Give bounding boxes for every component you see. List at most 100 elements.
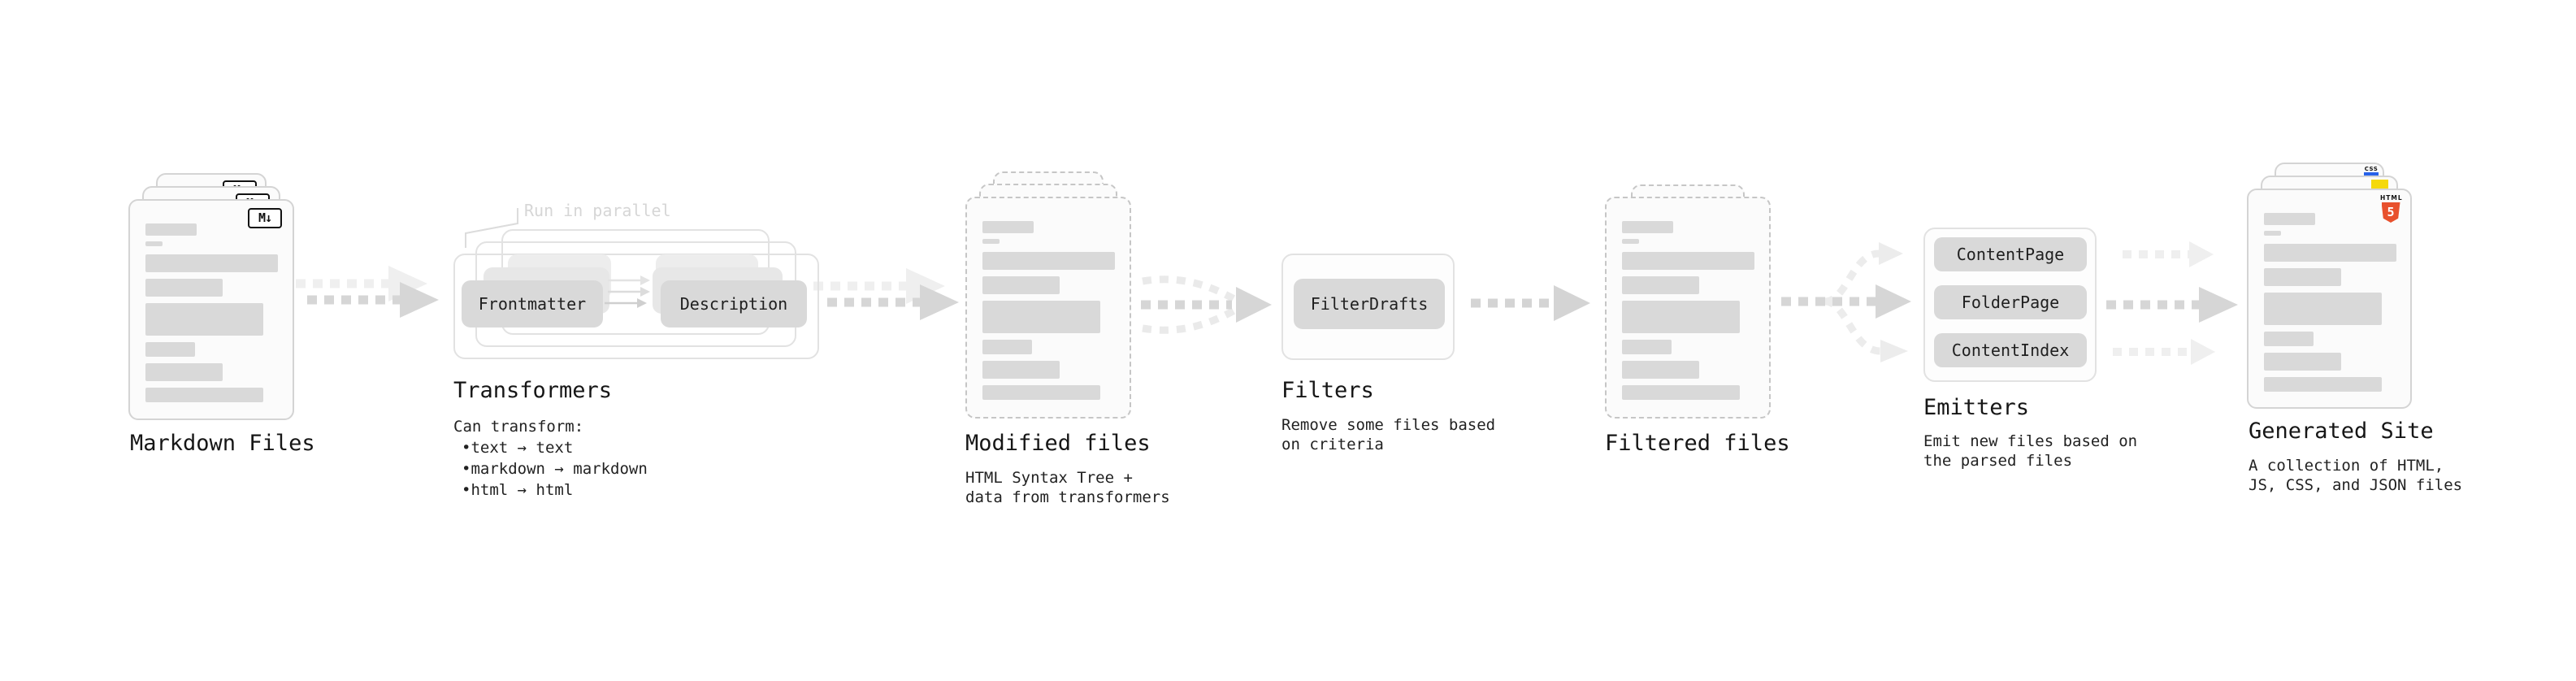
description-line: on criteria [1281, 436, 1384, 453]
doc-text-bar [145, 363, 223, 381]
doc-content-bars [1607, 198, 1769, 417]
description-line: Remove some files based [1281, 416, 1496, 434]
description-line: Emit new files based on [1923, 432, 2138, 450]
doc-content-bars [967, 198, 1130, 417]
emitters-description: Emit new files based on the parsed files [1923, 432, 2137, 471]
run-in-parallel-leader-line [465, 208, 518, 248]
doc-text-bar [1622, 301, 1740, 333]
folderpage-pill: FolderPage [1934, 285, 2087, 319]
description-line: the parsed files [1923, 452, 2073, 470]
contentindex-pill: ContentIndex [1934, 333, 2087, 367]
folderpage-pill-label: FolderPage [1961, 293, 2060, 312]
description-pill-label: Description [679, 294, 788, 314]
description-pill: Description [661, 280, 807, 327]
modified-doc-front [965, 197, 1131, 419]
html5-icon-wordmark: HTML [2380, 194, 2403, 202]
css-icon: CSS [2364, 166, 2379, 176]
markdown-icon-glyph: M↓ [258, 210, 272, 225]
doc-text-bar [1622, 276, 1699, 294]
filterdrafts-pill-label: FilterDrafts [1310, 294, 1429, 314]
doc-text-bar [982, 340, 1032, 354]
doc-text-bar [1622, 221, 1673, 233]
html5-icon-numeral: 5 [2387, 205, 2395, 219]
doc-text-bar [982, 252, 1115, 270]
doc-content-bars [130, 201, 293, 419]
doc-text-bar [982, 276, 1060, 294]
generated-site-description: A collection of HTML, JS, CSS, and JSON … [2249, 456, 2462, 495]
doc-text-bar [2264, 231, 2281, 236]
transform-bullet-row: •markdown → markdown [453, 458, 648, 479]
contentpage-pill: ContentPage [1934, 237, 2087, 271]
html5-icon: HTML 5 [2380, 194, 2403, 223]
doc-text-bar [145, 388, 263, 402]
doc-text-bar [2264, 353, 2341, 371]
transform-bullet-row: •html → html [453, 479, 648, 501]
frontmatter-pill: Frontmatter [462, 280, 603, 327]
bullet-text: markdown → markdown [471, 460, 648, 478]
css-icon-wordmark: CSS [2364, 166, 2379, 172]
doc-text-bar [1622, 385, 1740, 400]
transformers-caption: Can transform: [453, 418, 584, 436]
doc-text-bar [1622, 340, 1672, 354]
doc-text-bar [145, 254, 278, 272]
doc-text-bar [145, 241, 163, 246]
bullet-dot: • [462, 481, 471, 499]
markdown-icon: M↓ [248, 208, 282, 228]
arrow-transformers-to-modified-ghost [813, 268, 945, 304]
doc-text-bar [1622, 252, 1754, 270]
doc-text-bar [982, 385, 1100, 400]
doc-text-bar [1622, 361, 1699, 379]
arrow-modified-to-filters [1141, 275, 1272, 334]
generated-doc-front: HTML 5 [2247, 189, 2412, 409]
markdown-files-title: Markdown Files [130, 431, 315, 456]
frontmatter-pill-label: Frontmatter [478, 294, 587, 314]
description-line: JS, CSS, and JSON files [2249, 476, 2463, 494]
doc-text-bar [145, 342, 195, 357]
contentindex-pill-label: ContentIndex [1951, 340, 2070, 360]
bullet-text: text → text [471, 439, 574, 457]
doc-content-bars [2249, 190, 2410, 407]
doc-text-bar [145, 279, 223, 297]
transformer-box-front [453, 254, 819, 359]
arrow-transformers-to-modified [827, 284, 959, 320]
doc-text-bar [982, 361, 1060, 379]
filterdrafts-pill: FilterDrafts [1294, 279, 1445, 329]
arrow-markdown-to-transformers-ghost [296, 266, 427, 301]
contentpage-pill-label: ContentPage [1956, 245, 2065, 264]
bullet-dot: • [462, 460, 471, 478]
doc-text-bar [145, 303, 263, 336]
emitters-title: Emitters [1923, 395, 2030, 420]
transform-bullet-row: •text → text [453, 437, 648, 458]
filtered-files-title: Filtered files [1605, 431, 1790, 456]
bullet-dot: • [462, 439, 471, 457]
arrow-emitters-to-site-middle [2106, 287, 2238, 323]
description-line: A collection of HTML, [2249, 457, 2444, 475]
doc-text-bar [982, 239, 1000, 244]
doc-text-bar [2264, 244, 2396, 262]
doc-text-bar [2264, 293, 2382, 325]
doc-text-bar [2264, 213, 2315, 225]
transformers-description: Can transform: •text → text •markdown → … [453, 416, 648, 501]
filtered-doc-front [1605, 197, 1771, 419]
description-line: data from transformers [965, 488, 1170, 506]
generated-site-title: Generated Site [2249, 419, 2434, 444]
run-in-parallel-note: Run in parallel [524, 201, 671, 220]
arrow-emitters-to-site-top [2123, 241, 2214, 267]
arrow-filtered-to-emitters [1781, 242, 1911, 362]
modified-files-description: HTML Syntax Tree + data from transformer… [965, 468, 1170, 507]
filters-description: Remove some files based on criteria [1281, 415, 1495, 454]
doc-text-bar [2264, 268, 2341, 286]
description-line: HTML Syntax Tree + [965, 469, 1133, 487]
html5-icon-shield: 5 [2381, 202, 2400, 223]
doc-text-bar [982, 301, 1100, 333]
arrow-markdown-to-transformers [307, 282, 439, 318]
transformers-title: Transformers [453, 378, 613, 403]
arrow-emitters-to-site-bottom [2113, 339, 2215, 365]
markdown-doc-front: M↓ [128, 199, 294, 420]
arrow-filters-to-filtered [1471, 285, 1590, 321]
doc-text-bar [1622, 239, 1639, 244]
filters-title: Filters [1281, 378, 1374, 403]
modified-files-title: Modified files [965, 431, 1151, 456]
